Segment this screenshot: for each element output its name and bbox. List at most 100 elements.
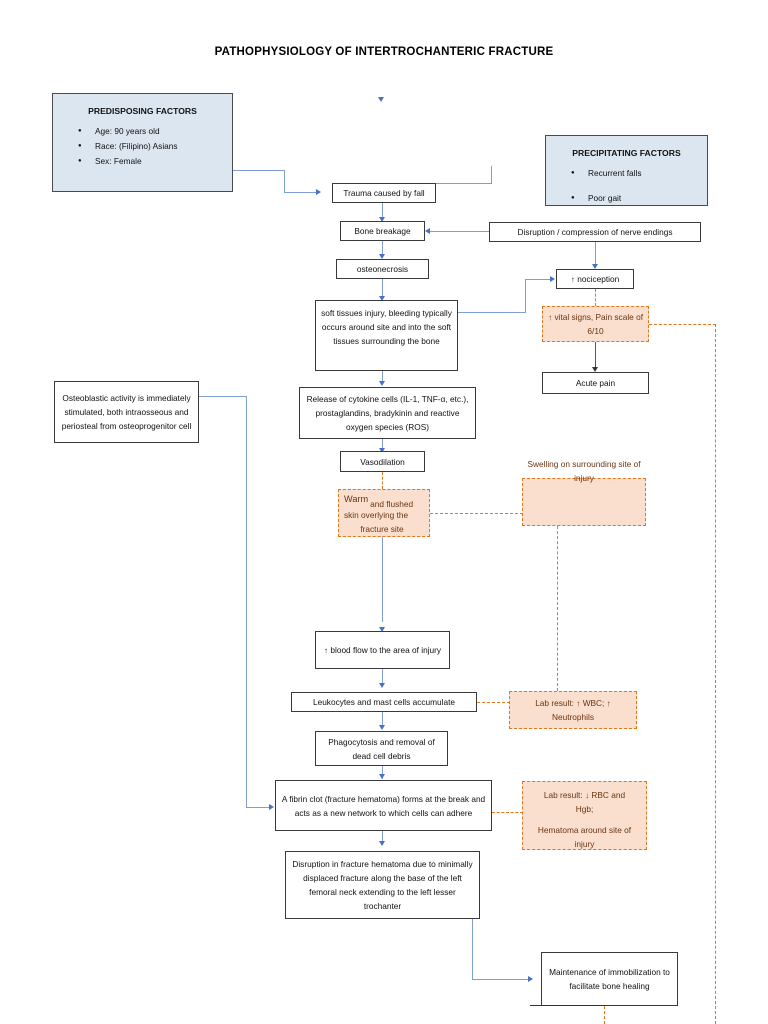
predisposing-factors-heading: PREDISPOSING FACTORS — [88, 106, 197, 116]
arrowhead-icon — [591, 264, 598, 269]
node-label: A fibrin clot (fracture hematoma) forms … — [281, 793, 486, 818]
arrowhead-icon — [269, 803, 274, 810]
arrowhead-icon — [316, 188, 321, 195]
node-vital-signs: ↑ vital signs, Pain scale of 6/10 — [542, 306, 649, 342]
connector-osteoblastic-fibrin-in — [246, 807, 270, 809]
node-osteonecrosis: osteonecrosis — [336, 259, 429, 279]
precipitating-factors-list: Recurrent falls Poor gait — [558, 167, 695, 205]
connector-osteoblastic-rail — [199, 396, 247, 398]
connector-hematoma-immobilization-down — [472, 919, 474, 980]
node-label: Maintenance of immobilization to facilit… — [549, 967, 670, 991]
node-label: Acute pain — [575, 378, 616, 388]
connector-vasodilation-bloodflow — [382, 537, 384, 622]
node-label: soft tissues injury, bleeding typically … — [321, 308, 452, 346]
arrowhead-icon — [378, 217, 385, 222]
connector-immobilization-bottom — [604, 1006, 605, 1024]
connector-bloodflow-leukocytes — [382, 669, 384, 686]
connector-osteonecrosis-soft — [382, 279, 384, 299]
connector-nerve-bone — [430, 231, 489, 233]
node-label: Disruption in fracture hematoma due to m… — [292, 859, 473, 911]
arrowhead-icon — [378, 683, 385, 688]
arrowhead-icon — [591, 367, 598, 372]
arrowhead-icon — [425, 227, 430, 234]
node-label-line2: Hgb; — [575, 804, 594, 814]
connector-fibrin-hematomadisruption — [382, 831, 384, 845]
connector-phagocytosis-fibrin — [382, 766, 384, 779]
node-label-warm: Warm — [344, 494, 369, 504]
connector-predisposing-trauma-in — [284, 192, 317, 194]
list-item: Age: 90 years old — [78, 125, 220, 138]
node-label: ↑ vital signs, Pain scale of 6/10 — [548, 312, 643, 336]
right-dashed-rail — [715, 324, 716, 1024]
node-phagocytosis: Phagocytosis and removal of dead cell de… — [315, 731, 448, 766]
arrowhead-icon — [378, 627, 385, 632]
node-leukocytes: Leukocytes and mast cells accumulate — [291, 692, 477, 712]
node-label-flushed: and flushed — [370, 499, 414, 509]
connector-leukocytes-labwbc — [477, 702, 510, 703]
node-osteoblastic-activity: Osteoblastic activity is immediately sti… — [54, 381, 199, 443]
node-label-line3: Hematoma around site of — [537, 825, 632, 835]
connector-soft-nociception-rise — [525, 279, 527, 313]
node-trauma: Trauma caused by fall — [332, 183, 436, 203]
stray-arrowhead-icon — [378, 97, 384, 102]
connector-precipitating-drop — [491, 166, 493, 184]
connector-osteoblastic-rail-down — [246, 396, 248, 808]
node-label-line4: injury — [574, 839, 595, 849]
node-label: Disruption / compression of nerve ending… — [517, 227, 673, 237]
connector-leukocytes-phagocytosis — [382, 712, 384, 727]
arrowhead-icon — [378, 254, 385, 259]
arrowhead-icon — [378, 774, 385, 779]
node-label: ↑ blood flow to the area of injury — [323, 645, 442, 655]
node-label: Swelling on surrounding site of injury — [527, 459, 641, 483]
immobilization-underline — [530, 1005, 605, 1007]
list-item: Poor gait — [571, 192, 695, 205]
node-cytokine-release: Release of cytokine cells (IL-1, TNF-α, … — [299, 387, 476, 439]
connector-soft-nociception — [458, 312, 526, 314]
node-label-fracture-site: fracture site — [360, 524, 404, 534]
node-bone-breakage: Bone breakage — [340, 221, 425, 241]
node-swelling: Swelling on surrounding site of injury — [522, 459, 646, 526]
connector-soft-cytokine — [382, 371, 384, 384]
arrowhead-icon — [378, 381, 385, 386]
node-lab-wbc: Lab result: ↑ WBC; ↑ Neutrophils — [509, 691, 637, 729]
node-hematoma-disruption: Disruption in fracture hematoma due to m… — [285, 851, 480, 919]
list-item: Sex: Female — [78, 155, 220, 168]
connector-soft-nociception-in — [525, 279, 551, 281]
node-nociception: ↑ nociception — [556, 269, 634, 289]
connector-vitals-acutepain — [595, 342, 597, 370]
predisposing-factors-list: Age: 90 years old Race: (Filipino) Asian… — [65, 125, 220, 168]
node-label: osteonecrosis — [356, 264, 409, 274]
arrowhead-icon — [378, 841, 385, 846]
node-soft-tissue-injury: soft tissues injury, bleeding typically … — [315, 300, 458, 371]
node-lab-rbc-hematoma: Lab result: ↓ RBC and Hgb; Hematoma arou… — [522, 781, 647, 850]
node-label-line1: Lab result: ↓ RBC and — [543, 790, 626, 800]
connector-bone-osteonecrosis — [382, 241, 384, 256]
node-label: Bone breakage — [354, 226, 411, 236]
connector-vitals-rail — [649, 324, 716, 325]
precipitating-factors-heading: PRECIPITATING FACTORS — [572, 148, 681, 158]
arrowhead-icon — [378, 448, 385, 453]
connector-nerve-nociception — [595, 242, 597, 267]
page-title: PATHOPHYSIOLOGY OF INTERTROCHANTERIC FRA… — [214, 46, 554, 58]
predisposing-factors-panel: PREDISPOSING FACTORS Age: 90 years old R… — [52, 93, 233, 192]
connector-predisposing-trauma-drop — [284, 170, 286, 193]
arrowhead-icon — [378, 725, 385, 730]
connector-predisposing-trauma — [233, 170, 285, 172]
list-item: Race: (Filipino) Asians — [78, 140, 220, 153]
connector-swelling-labwbc — [557, 526, 558, 691]
connector-hematoma-immobilization-in — [472, 979, 529, 981]
node-label: Lab result: ↑ WBC; ↑ Neutrophils — [535, 698, 611, 722]
node-label: ↑ nociception — [570, 274, 620, 284]
precipitating-factors-panel: PRECIPITATING FACTORS Recurrent falls Po… — [545, 135, 708, 206]
node-label: Release of cytokine cells (IL-1, TNF-α, … — [306, 394, 469, 432]
list-item: Recurrent falls — [571, 167, 695, 180]
connector-fibrin-labrbc — [492, 812, 523, 813]
connector-cytokine-vasodilation — [382, 439, 384, 451]
arrowhead-icon — [378, 296, 385, 301]
node-label-skin: skin overlying the — [344, 510, 409, 520]
node-label: Trauma caused by fall — [343, 188, 425, 198]
node-blood-flow: ↑ blood flow to the area of injury — [315, 631, 450, 669]
connector-nociception-vitals — [595, 289, 596, 306]
